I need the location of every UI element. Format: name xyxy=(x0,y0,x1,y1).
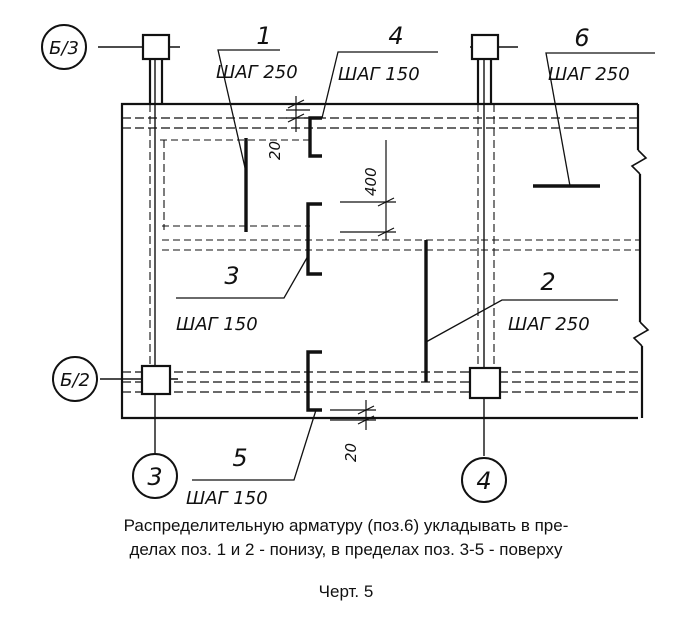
pos6-number: 6 xyxy=(574,24,589,52)
dimension-20-bottom xyxy=(330,400,376,430)
caption-line-1: Распределительную арматуру (поз.6) уклад… xyxy=(123,516,569,535)
bracket-pos3 xyxy=(306,202,322,276)
axis-bubble-b3: Б/3 xyxy=(41,24,87,70)
axis-bubble-b2: Б/2 xyxy=(52,356,98,402)
pos2-number: 2 xyxy=(540,268,555,296)
reinforcement-drawing: Б/3 Б/2 3 4 20 xyxy=(41,22,655,509)
axis-label-3: 3 xyxy=(147,463,162,491)
bracket-pos5 xyxy=(306,350,322,412)
column-b3-4 xyxy=(470,33,500,61)
axis-label-b2: Б/2 xyxy=(60,370,90,391)
axis-bubble-3: 3 xyxy=(132,453,178,499)
leader-lines xyxy=(176,49,655,481)
pos6-step: ШАГ 250 xyxy=(548,64,630,85)
pos4-number: 4 xyxy=(388,22,403,50)
pos5-number: 5 xyxy=(232,444,247,472)
column-b2-4 xyxy=(468,366,502,400)
dimension-label-20-bottom: 20 xyxy=(342,443,360,462)
caption-line-2: делах поз. 1 и 2 - понизу, в пределах по… xyxy=(129,540,563,559)
caption-note: Распределительную арматуру (поз.6) уклад… xyxy=(0,514,692,562)
dimension-label-400: 400 xyxy=(362,167,380,196)
figure-label: Черт. 5 xyxy=(318,582,374,601)
pos5-step: ШАГ 150 xyxy=(186,488,268,509)
columns xyxy=(140,33,502,400)
axis-label-4: 4 xyxy=(476,467,491,495)
bracket-pos4 xyxy=(308,116,322,158)
column-b3-3 xyxy=(141,33,171,61)
pos4-step: ШАГ 150 xyxy=(338,64,420,85)
pos2-step: ШАГ 250 xyxy=(508,314,590,335)
dimension-label-20-top: 20 xyxy=(266,141,284,160)
pos1-step: ШАГ 250 xyxy=(216,62,298,83)
slab-outline xyxy=(120,102,650,420)
axis-bubble-4: 4 xyxy=(461,457,507,503)
pos3-number: 3 xyxy=(224,262,239,290)
rebar-bars xyxy=(244,116,600,412)
dimension-400 xyxy=(340,140,396,240)
pos1-number: 1 xyxy=(256,22,271,50)
beam-lines xyxy=(122,104,640,393)
pos3-step: ШАГ 150 xyxy=(176,314,258,335)
column-b2-3 xyxy=(140,364,172,396)
dimension-20-top xyxy=(286,96,310,132)
axis-label-b3: Б/3 xyxy=(49,38,79,59)
